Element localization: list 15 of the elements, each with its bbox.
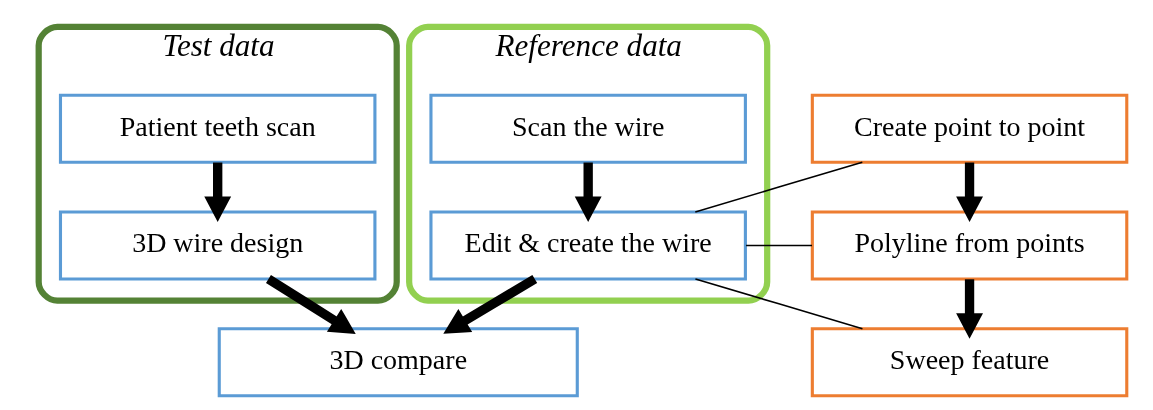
- arrow: [204, 162, 232, 222]
- connector: [745, 244, 813, 247]
- node-box: 3D compare: [217, 327, 579, 398]
- node-box: Polyline from points: [810, 210, 1129, 281]
- node-box: Edit & create the wire: [429, 210, 747, 281]
- node-box: Create point to point: [810, 93, 1129, 164]
- arrow: [956, 162, 983, 222]
- node-box: Scan the wire: [429, 93, 747, 164]
- arrow: [956, 279, 983, 339]
- connector: [694, 161, 864, 213]
- arrow: [574, 162, 602, 222]
- node-box: Patient teeth scan: [58, 93, 377, 164]
- arrow: [443, 274, 538, 334]
- node-box: 3D wire design: [58, 210, 377, 281]
- node-box: Sweep feature: [810, 327, 1129, 398]
